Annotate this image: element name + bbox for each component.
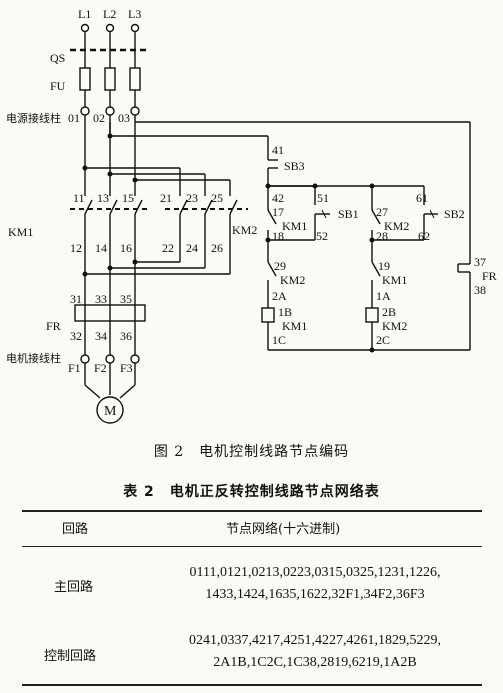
figure-caption: 图 2 电机控制线路节点编码 [153,444,350,460]
node-26: 26 [211,241,223,255]
node-17: 17 [272,205,284,219]
node-28: 28 [376,229,388,243]
label-SB2: SB2 [444,207,465,221]
label-QS: QS [50,51,65,65]
node-02: 02 [93,111,105,125]
label-km2-ctrl-b: KM2 [280,273,305,287]
table-caption: 表 2 电机正反转控制线路节点网络表 [123,484,380,500]
node-18: 18 [272,229,284,243]
label-FR: FR [46,319,61,333]
node-38: 38 [474,283,486,297]
node-51: 51 [317,191,329,205]
label-KM1: KM1 [8,225,33,239]
node-22: 22 [162,241,174,255]
table-header-network: 节点网络(十六进制) [226,522,341,537]
label-km1-ctrl-a: KM1 [282,219,307,233]
label-KM2: KM2 [232,223,257,237]
node-21: 21 [160,191,172,205]
node-36: 36 [120,329,132,343]
label-km1-ctrl-b: KM1 [382,273,407,287]
node-19: 19 [378,259,390,273]
node-23: 23 [186,191,198,205]
label-F3: F3 [120,361,133,375]
node-12: 12 [70,241,82,255]
label-km1-coil: KM1 [282,319,307,333]
row-control-line-2: 2A1B,1C2C,1C38,2819,6219,1A2B [213,655,417,670]
table-top-rule [22,510,482,512]
node-2B: 2B [382,305,396,319]
table-bottom-rule [22,684,482,686]
label-motor-terminal: 电机接线柱 [6,351,61,365]
label-SB1: SB1 [338,207,359,221]
node-34: 34 [95,329,107,343]
label-F1: F1 [68,361,81,375]
label-power-terminal: 电源接线柱 [6,111,61,125]
node-62: 62 [418,229,430,243]
label-L1: L1 [78,7,91,21]
row-main-line-2: 1433,1424,1635,1622,32F1,34F2,36F3 [205,587,425,602]
row-main-network: 0111,0121,0213,0223,0315,0325,1231,1226,… [150,562,480,606]
row-main-line-1: 0111,0121,0213,0223,0315,0325,1231,1226, [189,565,441,580]
label-L2: L2 [103,7,116,21]
label-SB3: SB3 [284,159,305,173]
node-42: 42 [272,191,284,205]
label-M: M [104,404,117,419]
node-33: 33 [95,292,107,306]
row-control-line-1: 0241,0337,4217,4251,4227,4261,1829,5229, [189,633,441,648]
node-15: 15 [122,191,134,205]
node-14: 14 [95,241,107,255]
node-2A: 2A [272,289,287,303]
row-control-network: 0241,0337,4217,4251,4227,4261,1829,5229,… [150,630,480,674]
label-km2-ctrl-a: KM2 [384,219,409,233]
node-1B: 1B [278,305,292,319]
node-03: 03 [118,111,130,125]
node-35: 35 [120,292,132,306]
row-main-circuit: 主回路 [54,580,94,595]
node-16: 16 [120,241,132,255]
node-37: 37 [474,255,486,269]
node-1A: 1A [376,289,391,303]
node-01: 01 [68,111,80,125]
node-52: 52 [316,229,328,243]
node-11: 11 [73,191,85,205]
node-25: 25 [211,191,223,205]
node-2C: 2C [376,333,390,347]
label-km2-coil: KM2 [382,319,407,333]
node-13: 13 [97,191,109,205]
table-header-circuit: 回路 [62,522,89,537]
node-41: 41 [272,143,284,157]
label-FU: FU [50,79,66,93]
node-27: 27 [376,205,388,219]
node-29: 29 [274,259,286,273]
node-24: 24 [186,241,198,255]
node-1C: 1C [272,333,286,347]
label-FR-ctrl: FR [482,269,497,283]
node-61: 61 [416,191,428,205]
node-32: 32 [70,329,82,343]
label-F2: F2 [94,361,107,375]
row-control-circuit: 控制回路 [44,649,97,664]
node-31: 31 [70,292,82,306]
table-header-rule [22,546,482,547]
label-L3: L3 [128,7,141,21]
